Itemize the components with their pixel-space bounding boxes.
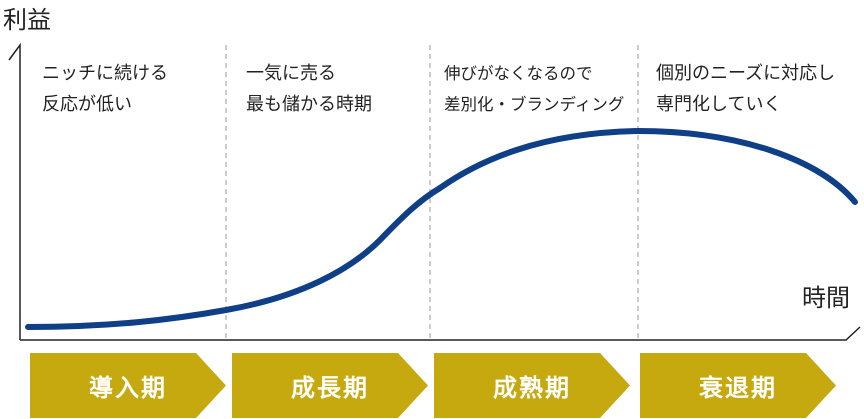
phase-label: 成長期 <box>291 374 369 402</box>
chevron-shape <box>640 353 836 418</box>
phase-label: 成熟期 <box>493 374 571 402</box>
stage-description-decline: 個別のニーズに対応し 専門化していく <box>656 58 835 120</box>
chevron-shape <box>30 353 226 418</box>
description-line: 専門化していく <box>656 94 782 115</box>
description-line: 一気に売る <box>246 63 336 84</box>
chevron-shape <box>232 353 428 418</box>
y-axis-label: 利益 <box>3 6 51 34</box>
phase-introduction: 導入期 <box>30 353 226 418</box>
description-line: 差別化・ブランディング <box>444 95 625 114</box>
chevron-shape <box>434 353 630 418</box>
x-axis <box>20 326 861 341</box>
description-line: 最も儲かる時期 <box>246 94 372 115</box>
description-line: ニッチに続ける <box>42 63 168 84</box>
phase-maturity: 成熟期 <box>434 353 630 418</box>
profit-curve <box>25 127 858 330</box>
stage-description-growth: 一気に売る 最も儲かる時期 <box>246 58 372 120</box>
stage-description-introduction: ニッチに続ける 反応が低い <box>42 58 168 120</box>
x-axis-label: 時間 <box>802 284 850 312</box>
y-axis <box>8 42 21 340</box>
description-line: 個別のニーズに対応し <box>656 63 836 84</box>
phase-label: 衰退期 <box>699 374 777 402</box>
description-line: 反応が低い <box>42 94 132 115</box>
description-line: 伸びがなくなるので <box>444 64 593 83</box>
phase-growth: 成長期 <box>232 353 428 418</box>
stage-description-maturity: 伸びがなくなるので 差別化・ブランディング <box>444 58 624 120</box>
phase-label: 導入期 <box>89 374 167 402</box>
phase-decline: 衰退期 <box>640 353 836 418</box>
